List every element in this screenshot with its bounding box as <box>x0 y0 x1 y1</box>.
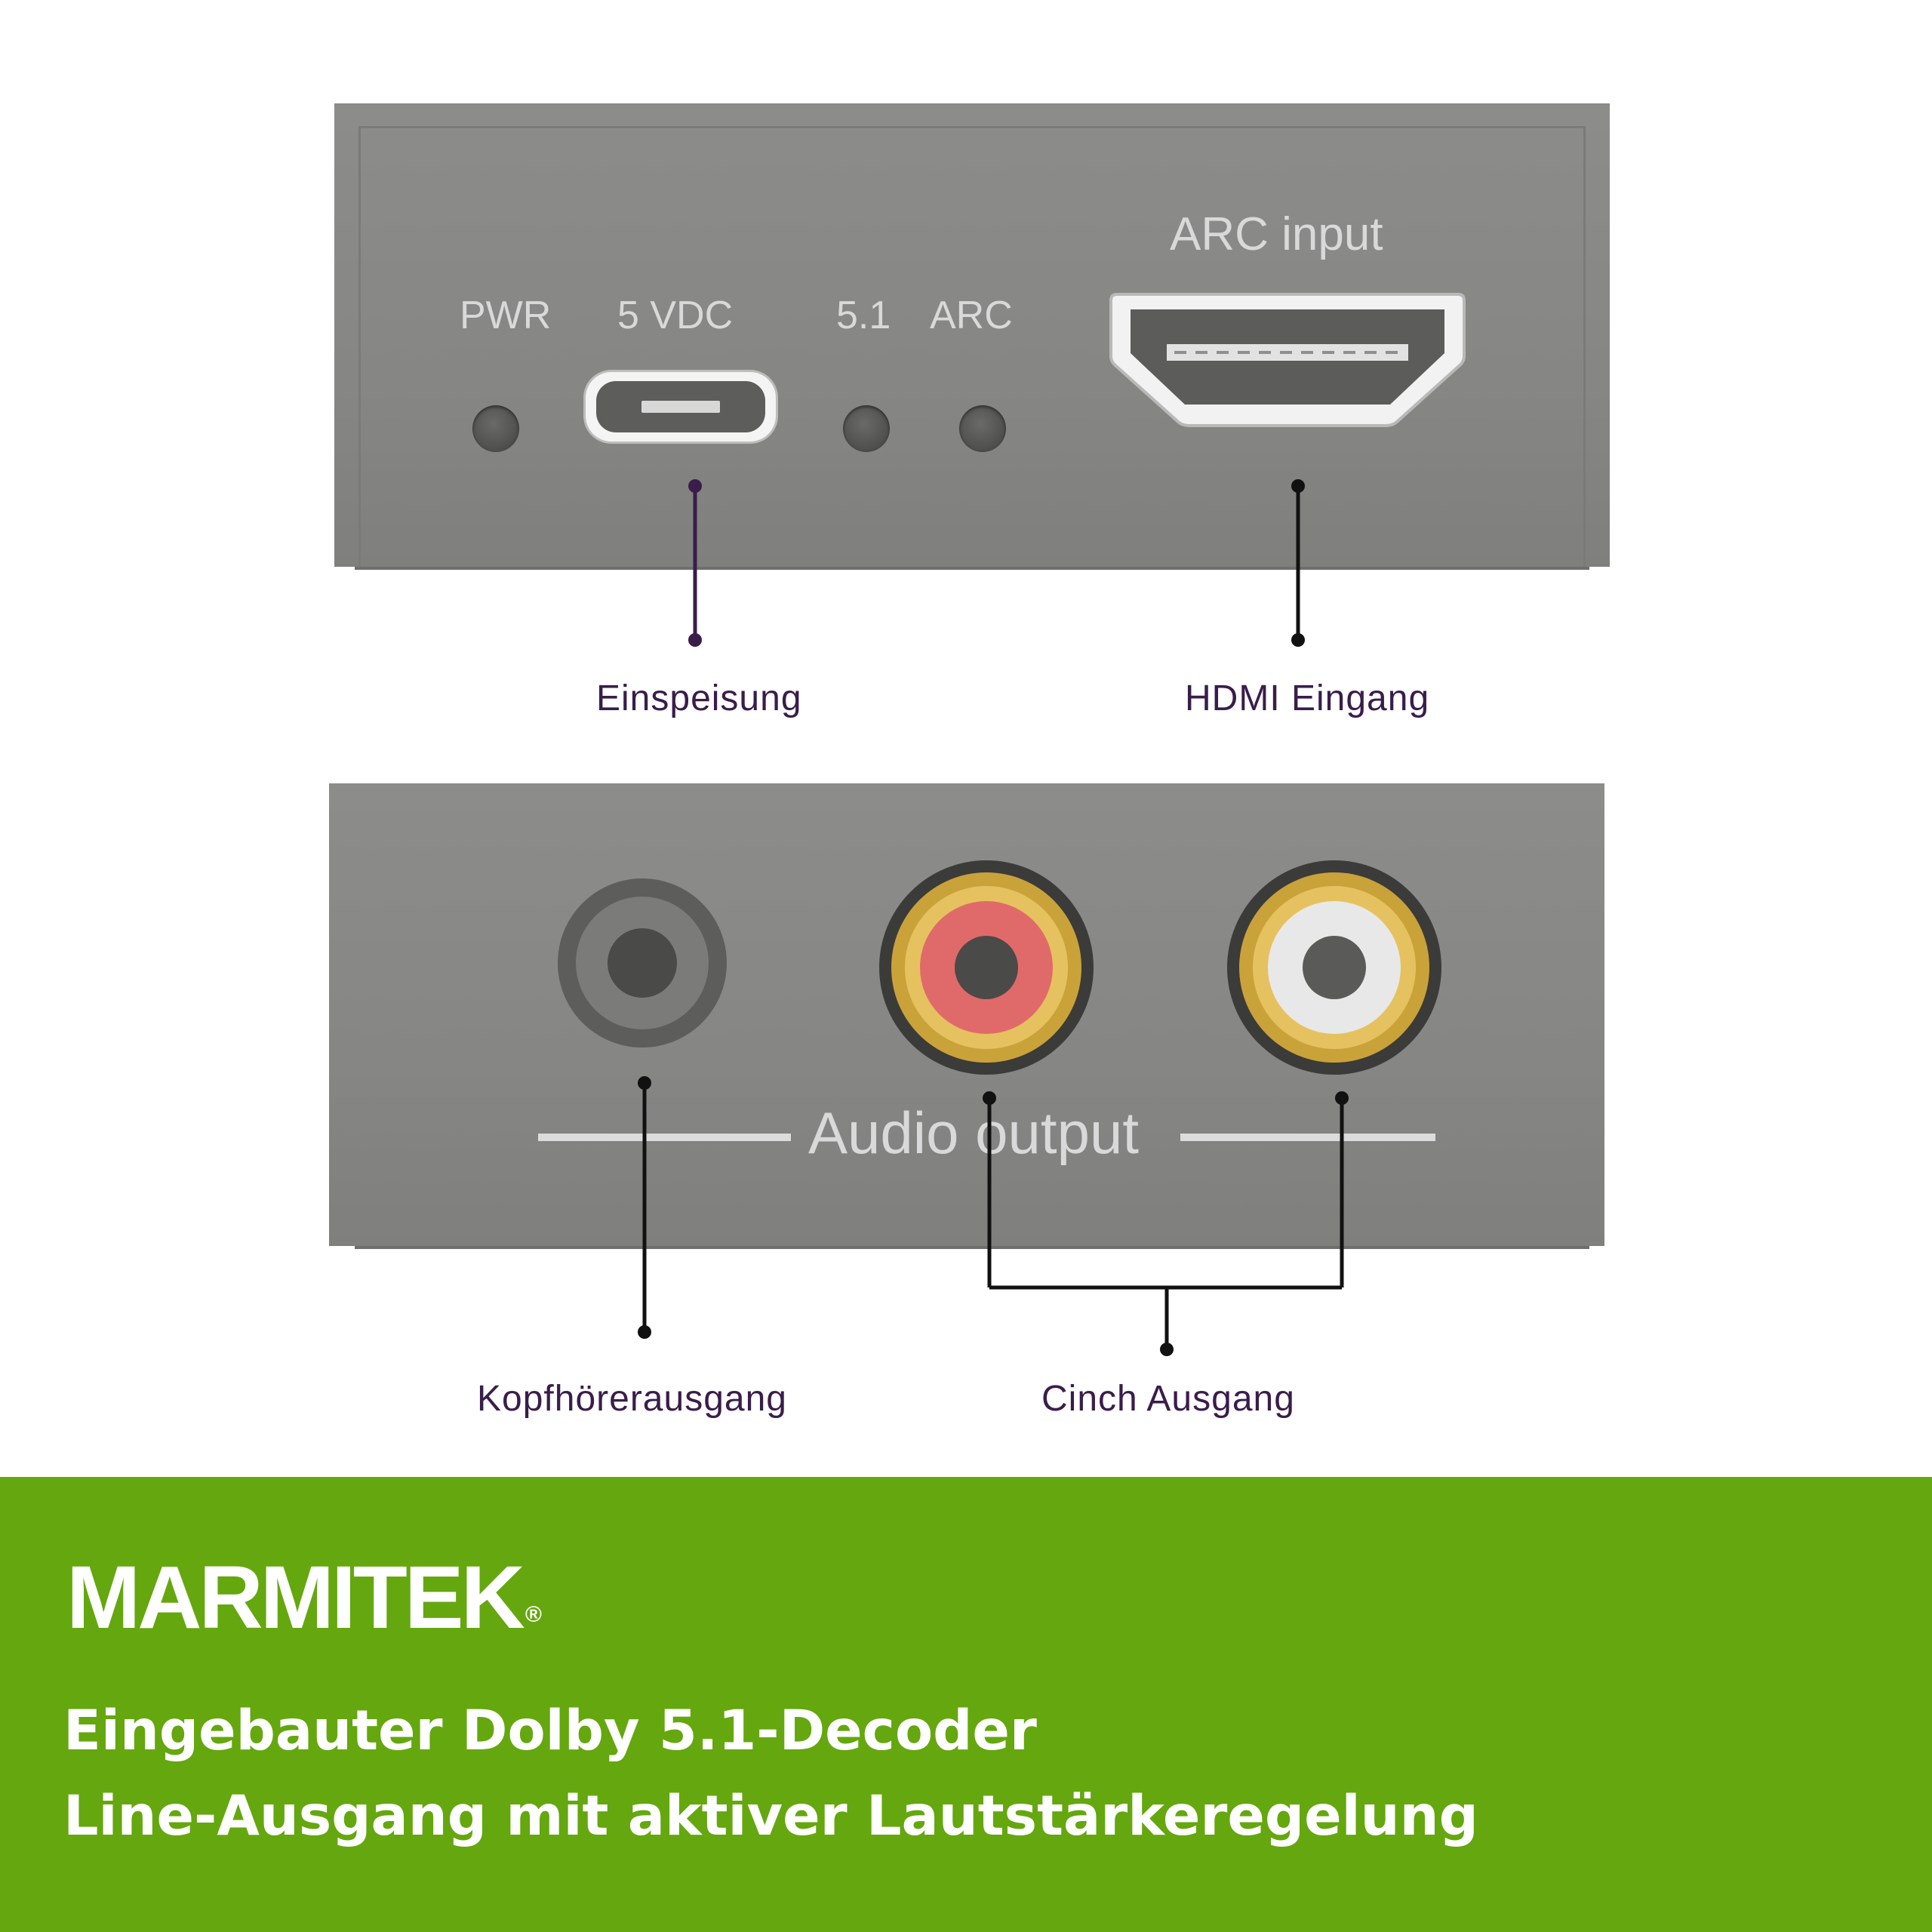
cinch-callout-dot-bottom <box>1160 1343 1174 1356</box>
hdmi-callout-dot-bottom <box>1291 633 1305 647</box>
cinch-callout-dot-left <box>983 1091 996 1105</box>
power-callout-dot-bottom <box>688 633 702 647</box>
brand-registered-mark: ® <box>525 1602 542 1627</box>
brand-banner <box>0 1477 1932 1932</box>
hdmi-callout-label: HDMI Eingang <box>1185 678 1430 718</box>
hdmi-port[interactable] <box>1106 287 1469 430</box>
cinch-callout-label: Cinch Ausgang <box>1041 1379 1295 1419</box>
51-label: 5.1 <box>836 294 891 337</box>
headphone-callout-dot-bottom <box>638 1325 651 1339</box>
power-callout-dot-top <box>688 479 702 493</box>
rca-white-hole <box>1303 936 1366 999</box>
arc-input-label: ARC input <box>1170 208 1383 260</box>
panel-base-shadow-bottom <box>355 1246 1589 1249</box>
callout-lines-bottom <box>638 1076 1349 1356</box>
audio-output-rail-left <box>538 1134 791 1141</box>
arc-led <box>959 405 1006 452</box>
headphone-callout-label: Kopfhörerausgang <box>477 1379 787 1419</box>
micro-usb-opening <box>596 381 765 432</box>
pwr-led <box>472 405 519 452</box>
tagline-line-2: Line-Ausgang mit aktiver Lautstärkeregel… <box>63 1784 1478 1848</box>
brand-name: MARMITEK <box>66 1548 525 1647</box>
5vdc-label: 5 VDC <box>617 294 734 337</box>
audio-output-rail-right <box>1180 1134 1435 1141</box>
power-callout-label: Einspeisung <box>596 678 802 718</box>
callout-lines-top <box>688 479 1305 647</box>
51-led <box>843 405 890 452</box>
micro-usb-contacts <box>641 401 720 413</box>
rca-jack-white[interactable] <box>1225 858 1444 1077</box>
rca-red-hole <box>955 936 1018 999</box>
rca-jack-red[interactable] <box>877 858 1096 1077</box>
pwr-label: PWR <box>460 294 552 337</box>
panel-bevel <box>358 126 1586 567</box>
hdmi-callout-dot-top <box>1291 479 1305 493</box>
headphone-jack-hole <box>608 928 677 998</box>
micro-usb-port[interactable] <box>586 372 776 441</box>
headphone-jack[interactable] <box>555 876 729 1050</box>
cinch-callout-dot-right <box>1335 1091 1349 1105</box>
arc-label: ARC <box>930 294 1013 337</box>
audio-output-label: Audio output <box>808 1100 1140 1166</box>
panel-base-shadow <box>355 567 1589 570</box>
tagline-line-1: Eingebauter Dolby 5.1-Decoder <box>63 1699 1037 1763</box>
headphone-callout-dot-top <box>638 1076 651 1090</box>
brand-logo: MARMITEK® <box>66 1553 542 1642</box>
